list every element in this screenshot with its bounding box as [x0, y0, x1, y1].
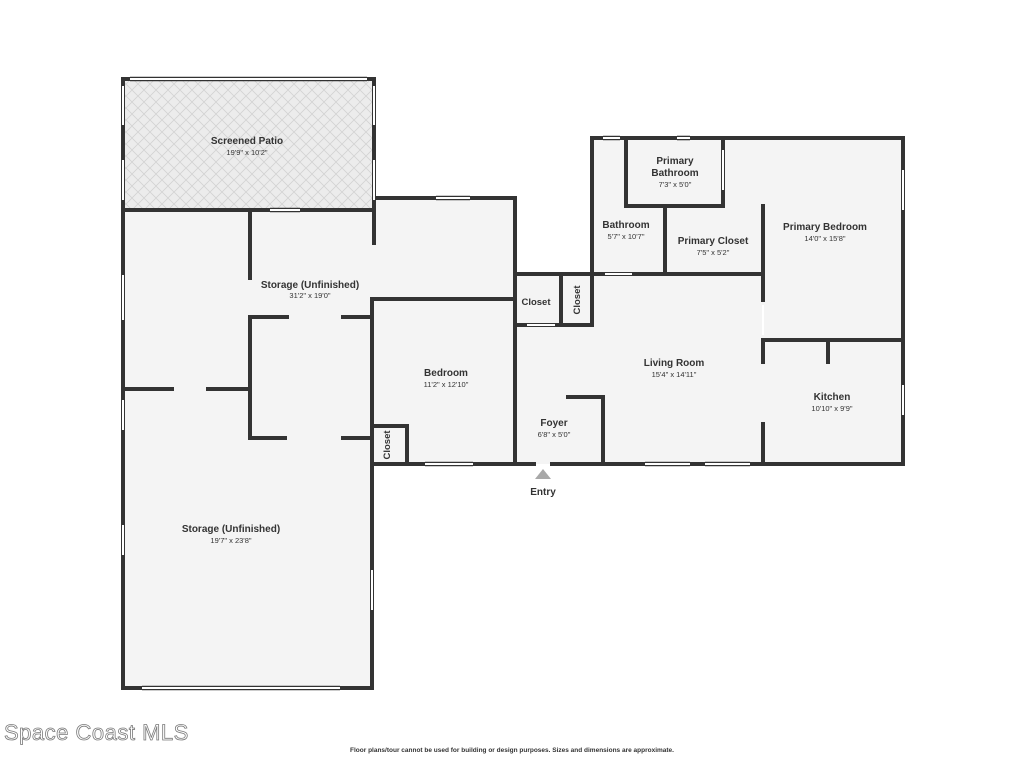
storage-upper-name: Storage (Unfinished) [261, 280, 359, 291]
bedroom-name: Bedroom [424, 368, 468, 379]
windows [122, 78, 904, 689]
main-floor [515, 138, 903, 464]
primary-bedroom-dims: 14'0" x 15'8" [804, 234, 845, 243]
storage-upper-dims: 31'2" x 19'0" [289, 291, 330, 300]
floor-areas [123, 79, 903, 688]
primary-bathroom-name-line2: Bathroom [651, 168, 698, 179]
watermark-text: Space Coast MLS [4, 720, 189, 746]
closet-hall-name: Closet [521, 297, 551, 308]
living-room-name: Living Room [644, 358, 705, 369]
kitchen-dims: 10'10" x 9'9" [811, 404, 852, 413]
primary-bathroom-name-line1: Primary [656, 156, 694, 167]
storage-floor [123, 198, 515, 688]
foyer-dims: 6'8" x 5'0" [538, 430, 571, 439]
window-frames [130, 76, 750, 691]
primary-bathroom-dims: 7'3" x 5'0" [659, 180, 692, 189]
storage-lower-name: Storage (Unfinished) [182, 524, 280, 535]
foyer-name: Foyer [540, 418, 567, 429]
entry-label: Entry [530, 487, 556, 498]
storage-lower-dims: 19'7" x 23'8" [210, 536, 251, 545]
kitchen-name: Kitchen [814, 392, 851, 403]
patio-floor [123, 79, 374, 210]
primary-closet-dims: 7'5" x 5'2" [697, 248, 730, 257]
closet-hall-2-name: Closet [572, 285, 583, 315]
bedroom-dims: 11'2" x 12'10" [424, 380, 469, 389]
screened-patio-dims: 19'9" x 10'2" [226, 148, 267, 157]
closet-bedroom-name: Closet [382, 430, 393, 460]
bathroom-name: Bathroom [602, 220, 649, 231]
entry-arrow-icon [535, 469, 551, 479]
disclaimer-text: Floor plans/tour cannot be used for buil… [350, 747, 674, 754]
primary-bedroom-name: Primary Bedroom [783, 222, 867, 233]
bedroom-floor [372, 299, 515, 464]
living-room-dims: 15'4" x 14'11" [652, 370, 697, 379]
bathroom-dims: 5'7" x 10'7" [608, 232, 645, 241]
primary-closet-name: Primary Closet [678, 236, 749, 247]
screened-patio-name: Screened Patio [211, 136, 283, 147]
